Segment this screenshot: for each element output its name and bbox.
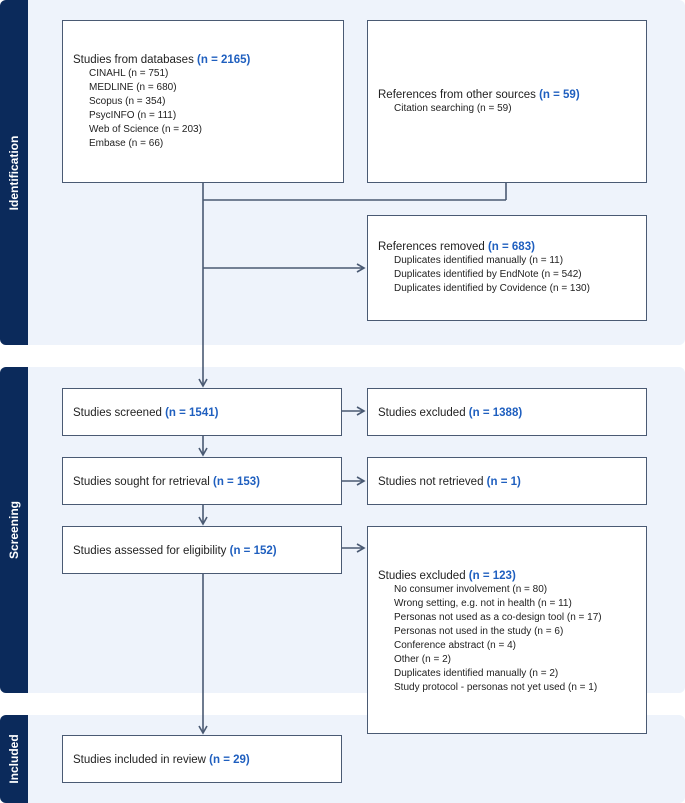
databases-item: CINAHL (n = 751) (89, 68, 169, 79)
not-retrieved-heading: Studies not retrieved (n = 1) (378, 475, 636, 489)
excluded-full-item: Wrong setting, e.g. not in health (n = 1… (394, 598, 572, 609)
excluded-screen-count: (n = 1388) (468, 407, 523, 419)
eligibility-box: Studies assessed for eligibility (n = 15… (62, 526, 342, 574)
screened-box: Studies screened (n = 1541) (62, 388, 342, 436)
included-heading: Studies included in review (n = 29) (73, 753, 331, 767)
included-label: Studies included in review (73, 754, 210, 766)
included-count: (n = 29) (209, 754, 250, 766)
removed-heading: References removed (n = 683) (378, 240, 636, 254)
databases-item: MEDLINE (n = 680) (89, 82, 177, 93)
other-sources-heading: References from other sources (n = 59) (378, 88, 636, 102)
removed-item: Duplicates identified manually (n = 11) (394, 255, 564, 266)
databases-count: (n = 2165) (197, 54, 251, 66)
excluded-full-item: Study protocol - personas not yet used (… (394, 682, 598, 693)
other-sources-count: (n = 59) (539, 89, 580, 101)
other-sources-box: References from other sources (n = 59) C… (367, 20, 647, 183)
screened-count: (n = 1541) (165, 407, 219, 419)
removed-item: Duplicates identified by EndNote (n = 54… (394, 269, 582, 280)
retrieval-count: (n = 153) (213, 476, 260, 488)
excluded-screen-box: Studies excluded (n = 1388) (367, 388, 647, 436)
other-sources-item: Citation searching (n = 59) (394, 103, 512, 114)
identification-label: Identification (0, 0, 28, 345)
excluded-screen-label: Studies excluded (378, 407, 469, 419)
screened-heading: Studies screened (n = 1541) (73, 406, 331, 420)
other-sources-list: Citation searching (n = 59) (378, 102, 636, 116)
other-sources-label: References from other sources (378, 89, 540, 101)
excluded-screen-heading: Studies excluded (n = 1388) (378, 406, 636, 420)
excluded-full-list: No consumer involvement (n = 80) Wrong s… (378, 583, 636, 695)
databases-label: Studies from databases (73, 54, 198, 66)
included-label: Included (0, 715, 28, 803)
excluded-full-box: Studies excluded (n = 123) No consumer i… (367, 526, 647, 734)
excluded-full-item: Personas not used in the study (n = 6) (394, 626, 564, 637)
excluded-full-item: Other (n = 2) (394, 654, 451, 665)
removed-count: (n = 683) (487, 241, 535, 253)
screening-label: Screening (0, 367, 28, 693)
databases-item: Embase (n = 66) (89, 138, 164, 149)
excluded-full-label: Studies excluded (378, 570, 469, 582)
databases-list: CINAHL (n = 751) MEDLINE (n = 680) Scopu… (73, 67, 333, 151)
removed-label: References removed (378, 241, 488, 253)
databases-item: Web of Science (n = 203) (89, 124, 202, 135)
excluded-full-item: Conference abstract (n = 4) (394, 640, 517, 651)
retrieval-heading: Studies sought for retrieval (n = 153) (73, 475, 331, 489)
excluded-full-count: (n = 123) (468, 570, 516, 582)
databases-item: PsycINFO (n = 111) (89, 110, 177, 121)
references-removed-box: References removed (n = 683) Duplicates … (367, 215, 647, 321)
retrieval-box: Studies sought for retrieval (n = 153) (62, 457, 342, 505)
excluded-full-heading: Studies excluded (n = 123) (378, 569, 636, 583)
eligibility-label: Studies assessed for eligibility (73, 545, 230, 557)
databases-item: Scopus (n = 354) (89, 96, 166, 107)
not-retrieved-label: Studies not retrieved (378, 476, 487, 488)
excluded-full-item: Duplicates identified manually (n = 2) (394, 668, 559, 679)
excluded-full-item: No consumer involvement (n = 80) (394, 584, 548, 595)
retrieval-label: Studies sought for retrieval (73, 476, 213, 488)
databases-heading: Studies from databases (n = 2165) (73, 53, 333, 67)
excluded-full-item: Personas not used as a co-design tool (n… (394, 612, 602, 623)
screened-label: Studies screened (73, 407, 166, 419)
removed-list: Duplicates identified manually (n = 11) … (378, 254, 636, 296)
not-retrieved-box: Studies not retrieved (n = 1) (367, 457, 647, 505)
eligibility-heading: Studies assessed for eligibility (n = 15… (73, 544, 331, 558)
removed-item: Duplicates identified by Covidence (n = … (394, 283, 590, 294)
databases-box: Studies from databases (n = 2165) CINAHL… (62, 20, 344, 183)
eligibility-count: (n = 152) (229, 545, 277, 557)
included-box: Studies included in review (n = 29) (62, 735, 342, 783)
not-retrieved-count: (n = 1) (486, 476, 521, 488)
